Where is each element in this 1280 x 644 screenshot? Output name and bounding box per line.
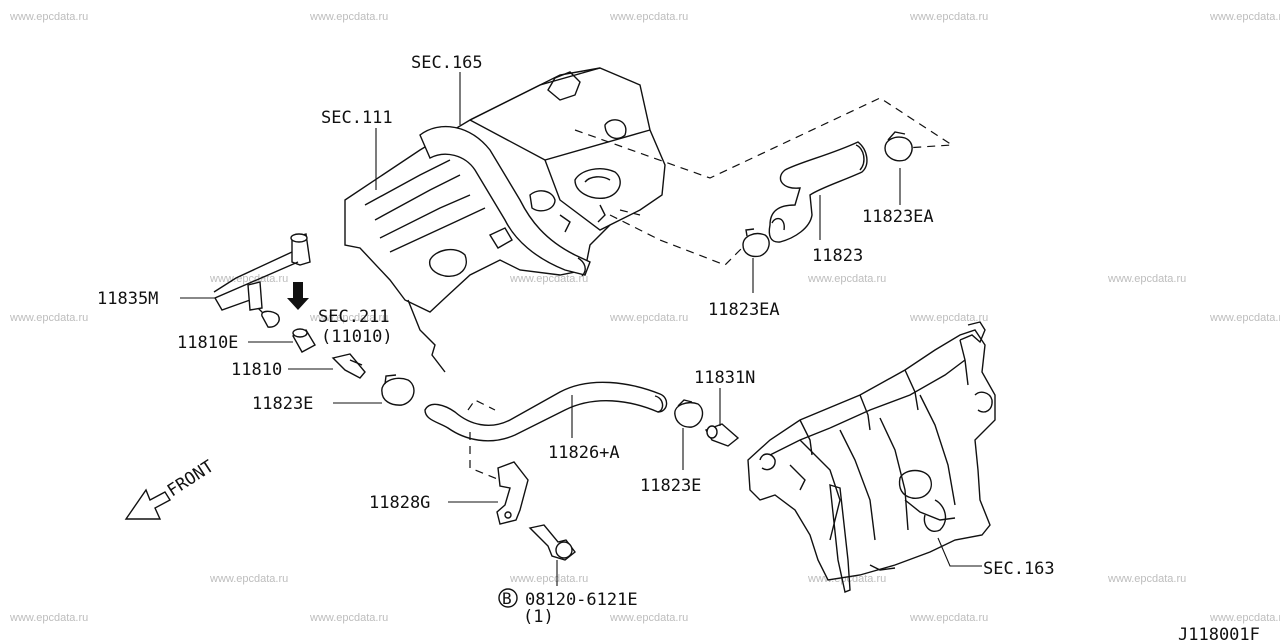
- diagram-id: J118001F: [1178, 625, 1260, 640]
- watermark-grid: www.epcdata.ru www.epcdata.ru www.epcdat…: [9, 11, 1280, 624]
- watermark: www.epcdata.ru: [309, 612, 388, 624]
- watermark: www.epcdata.ru: [9, 312, 88, 324]
- watermark: www.epcdata.ru: [609, 11, 688, 23]
- watermark: www.epcdata.ru: [1209, 312, 1280, 324]
- engine-cylinder-head-drawing: [344, 67, 666, 373]
- watermark: www.epcdata.ru: [609, 612, 688, 624]
- front-arrow-icon: [124, 488, 171, 520]
- front-direction-indicator: FRONT: [124, 457, 218, 520]
- label-bolt-qty: (1): [523, 607, 554, 627]
- left-parts-drawing: [213, 233, 415, 406]
- label-11823: 11823: [812, 246, 863, 266]
- right-clamp-connector-drawing: [674, 399, 740, 447]
- watermark: www.epcdata.ru: [9, 612, 88, 624]
- label-11823EA-mid: 11823EA: [708, 300, 780, 320]
- label-sec211: SEC.211: [318, 307, 390, 327]
- down-arrow-icon: [287, 282, 309, 310]
- label-11835M: 11835M: [97, 289, 158, 309]
- label-bolt-number: 08120-6121E: [525, 590, 638, 610]
- watermark: www.epcdata.ru: [909, 312, 988, 324]
- watermark: www.epcdata.ru: [509, 573, 588, 585]
- front-label: FRONT: [164, 457, 218, 502]
- intake-manifold-drawing: [747, 321, 996, 593]
- label-sec111: SEC.111: [321, 108, 393, 128]
- watermark: www.epcdata.ru: [309, 11, 388, 23]
- label-11823E-left: 11823E: [252, 394, 313, 414]
- label-11826A: 11826+A: [548, 443, 620, 463]
- watermark: www.epcdata.ru: [509, 273, 588, 285]
- hose-11826A-drawing: [424, 381, 668, 481]
- leader-lines: [180, 72, 982, 586]
- label-sec165: SEC.165: [411, 53, 483, 73]
- label-sec211-sub: (11010): [321, 327, 393, 347]
- watermark: www.epcdata.ru: [9, 11, 88, 23]
- label-11810: 11810: [231, 360, 282, 380]
- watermark: www.epcdata.ru: [609, 312, 688, 324]
- watermark: www.epcdata.ru: [309, 312, 388, 324]
- label-11828G: 11828G: [369, 493, 430, 513]
- label-11810E: 11810E: [177, 333, 238, 353]
- watermark: www.epcdata.ru: [1107, 273, 1186, 285]
- watermark: www.epcdata.ru: [1209, 11, 1280, 23]
- watermark: www.epcdata.ru: [1209, 612, 1280, 624]
- watermark: www.epcdata.ru: [909, 11, 988, 23]
- upper-dashed-routing: [574, 97, 954, 266]
- label-11823E-right: 11823E: [640, 476, 701, 496]
- bolt-symbol-circle: [498, 588, 518, 608]
- watermark: www.epcdata.ru: [209, 573, 288, 585]
- watermark: www.epcdata.ru: [1107, 573, 1186, 585]
- label-bolt-symbol: B: [502, 589, 512, 608]
- label-11823EA-top: 11823EA: [862, 207, 934, 227]
- label-11831N: 11831N: [694, 368, 755, 388]
- bracket-bolt-drawing: [496, 461, 576, 561]
- part-labels: SEC.165 SEC.111 SEC.211 (11010) 11835M 1…: [97, 53, 1260, 644]
- watermark: www.epcdata.ru: [909, 612, 988, 624]
- watermark: www.epcdata.ru: [807, 273, 886, 285]
- label-sec163: SEC.163: [983, 559, 1055, 579]
- hose-11823-drawing: [742, 131, 913, 258]
